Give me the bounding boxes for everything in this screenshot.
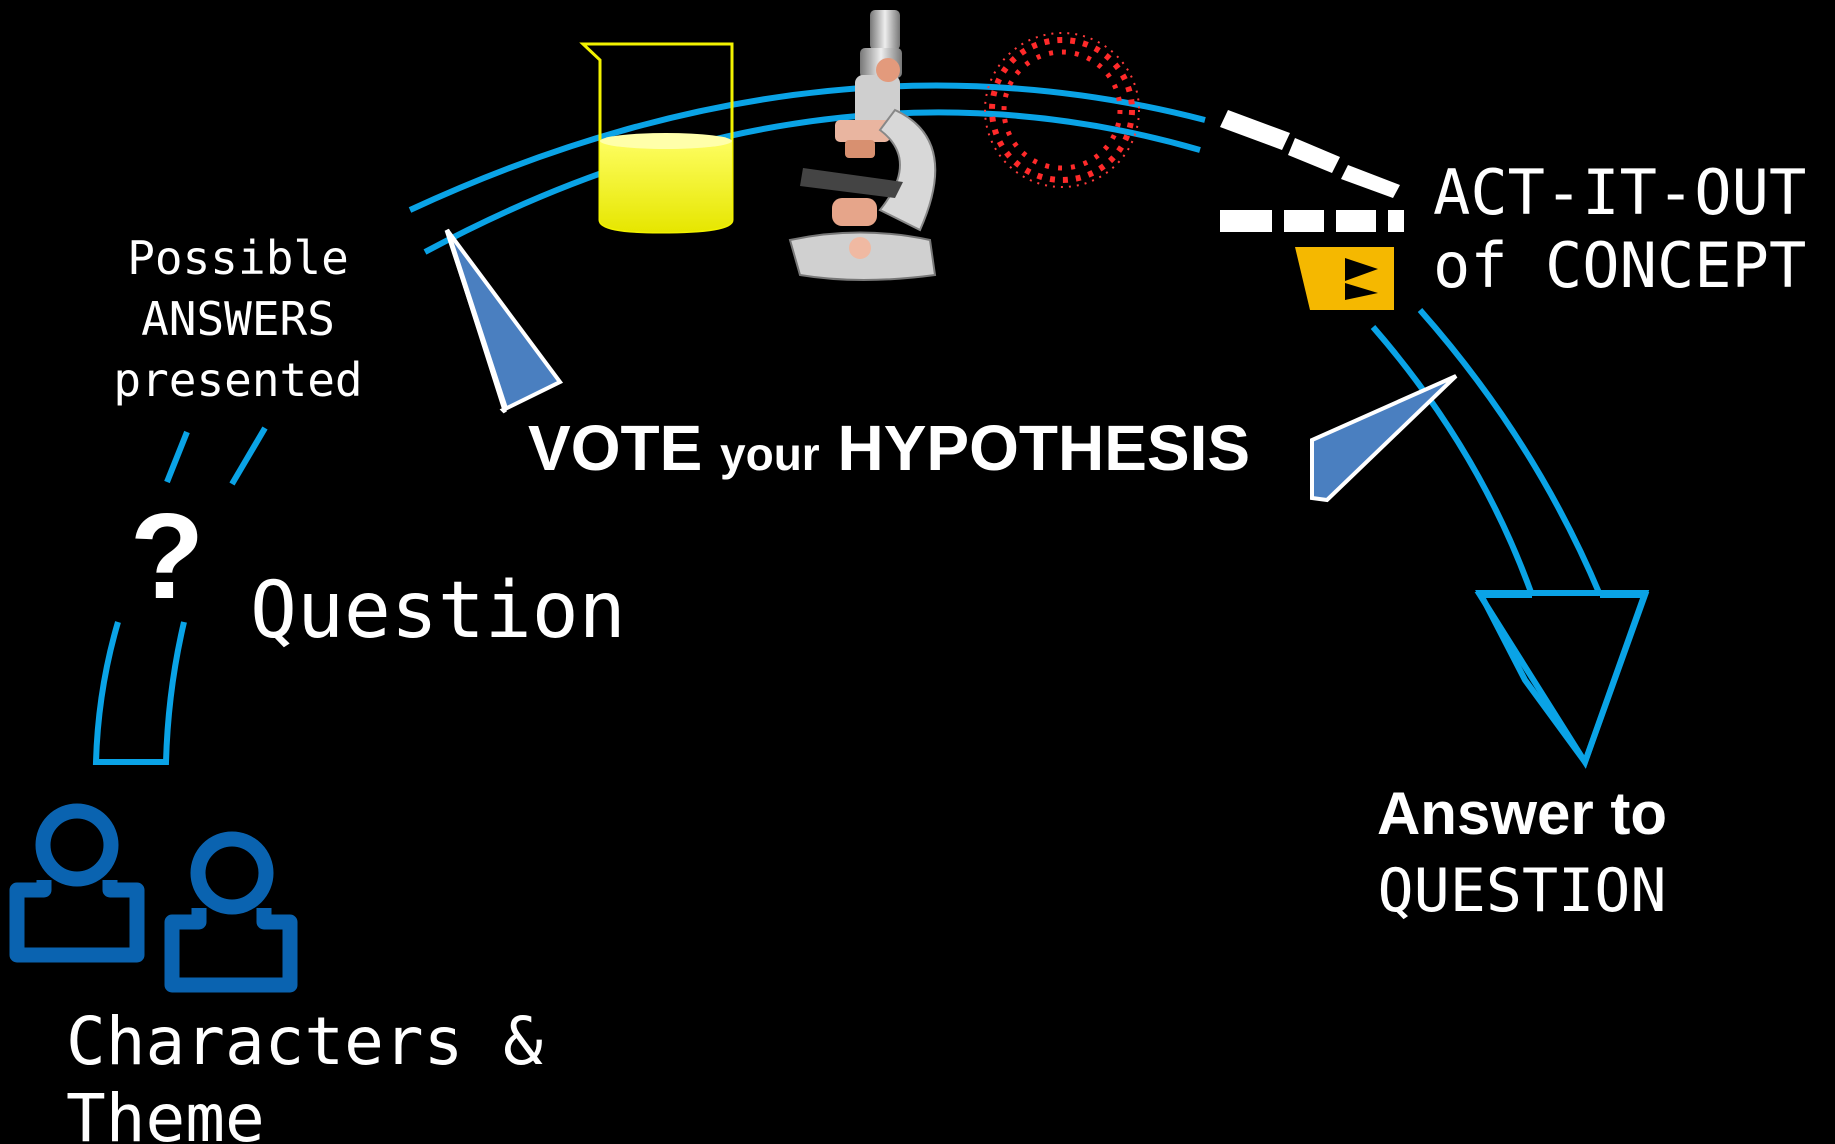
clapperboard-icon — [1220, 110, 1404, 310]
act-line-1: ACT-IT-OUT — [1433, 156, 1807, 229]
characters-line-2: Theme — [66, 1080, 265, 1144]
arc-inner-line — [423, 109, 1201, 255]
pointer-icon — [445, 228, 564, 414]
act-line-2: of CONCEPT — [1433, 228, 1807, 302]
question-label: Question — [250, 566, 626, 656]
vote-word: VOTE — [528, 412, 703, 484]
cell-icon — [984, 32, 1140, 188]
down-arrow-head — [1474, 592, 1650, 769]
characters-line-1: Characters & — [66, 1003, 543, 1080]
pointer-icon-right — [1310, 374, 1458, 503]
possible-answers-line-3: presented — [113, 353, 363, 408]
possible-answers-line-2: ANSWERS — [141, 292, 335, 347]
your-word: your — [720, 428, 820, 480]
person-icon-2 — [164, 831, 298, 993]
arc-left-upper-b — [229, 426, 268, 486]
cycle-arc — [164, 82, 1603, 597]
arc-right-inner — [1370, 325, 1535, 597]
answer-subtitle-label: QUESTION — [1377, 856, 1667, 926]
arc-left-upper-a — [164, 430, 190, 484]
possible-answers-line-1: Possible — [127, 231, 349, 285]
beaker-icon — [579, 42, 734, 234]
possible-answers-label: Possible ANSWERS presented — [88, 228, 388, 412]
hypothesis-word: HYPOTHESIS — [837, 412, 1251, 484]
pointer-icon-left-outline — [444, 229, 509, 411]
arc-outer-line — [408, 82, 1206, 213]
question-mark: ? — [130, 488, 205, 624]
vote-hypothesis-label: VOTE your HYPOTHESIS — [528, 412, 1251, 485]
characters-theme-label: Characters & Theme — [66, 1003, 543, 1144]
left-connector — [92, 621, 187, 765]
act-it-out-label: ACT-IT-OUT of CONCEPT — [1433, 156, 1807, 302]
microscope-icon — [788, 10, 937, 281]
down-arrow — [1475, 590, 1650, 769]
answer-title-label: Answer to — [1376, 780, 1668, 847]
arc-right-outer — [1417, 308, 1603, 597]
person-icon — [9, 803, 145, 963]
